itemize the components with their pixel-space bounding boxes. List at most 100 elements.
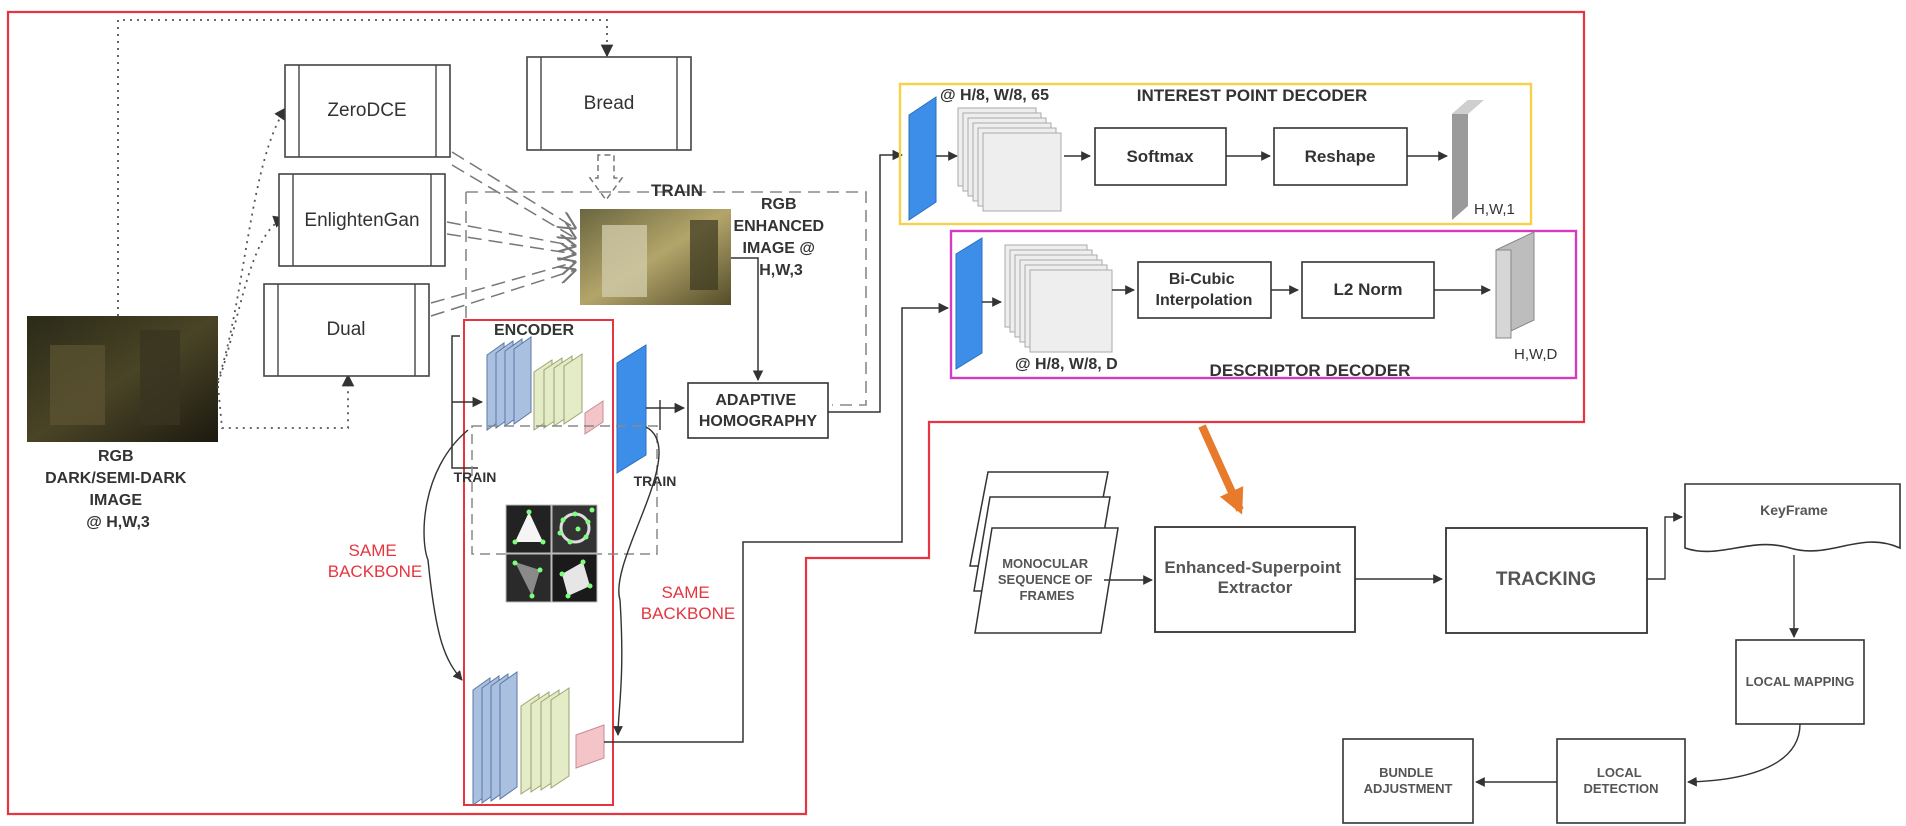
local-mapping-box: LOCAL MAPPING: [1735, 639, 1865, 725]
lower-encoder-to-descriptor-arrow: [604, 302, 950, 743]
extractor-label-1: Enhanced-Superpoint: [1164, 558, 1341, 577]
input-dotted-links: [117, 19, 614, 429]
dark-image-label-2: DARK/SEMI-DARK: [45, 470, 187, 487]
homography-to-interest-arrow: [828, 149, 904, 413]
mapping-to-detection-arrow: [1687, 723, 1801, 787]
enhanced-image: [580, 209, 731, 305]
extractor-label-2: Extractor: [1218, 578, 1293, 597]
interest-decoder-box: [898, 82, 1533, 226]
interest-output-dims: H,W,1: [1474, 201, 1515, 218]
bicubic-label-2: Interpolation: [1156, 292, 1253, 309]
descriptor-output-slab: [1495, 231, 1535, 339]
frames-label-1: MONOCULAR: [1002, 556, 1089, 571]
tracking-box: TRACKING: [1445, 527, 1648, 634]
homography-label-2: HOMOGRAPHY: [699, 413, 818, 430]
same-backbone-left-2: BACKBONE: [328, 562, 422, 581]
interest-decoder-dims: @ H/8, W/8, 65: [940, 87, 1049, 104]
dual-box: Dual: [263, 283, 430, 377]
frames-label-2: SEQUENCE OF: [998, 572, 1093, 587]
encoder-box: [463, 319, 614, 806]
dark-image-label-1: RGB: [98, 448, 134, 465]
local-detection-label-1: LOCAL: [1597, 765, 1642, 780]
interest-feature-stack: [957, 107, 1062, 212]
descriptor-feature-stack: [1004, 244, 1113, 353]
tracking-label: TRACKING: [1496, 569, 1596, 590]
enlightengan-label: EnlightenGan: [304, 210, 419, 231]
softmax-label: Softmax: [1126, 147, 1194, 166]
train-left-label: TRAIN: [454, 469, 497, 485]
keyframe-box: KeyFrame: [1684, 483, 1901, 553]
svg-text:Bi-Cubic Interpolation: Bi-Cubic Interpolation: [1156, 271, 1253, 309]
enhanced-label-1: RGB: [761, 196, 797, 213]
orange-pipeline-arrow: [1198, 424, 1244, 515]
local-mapping-label: LOCAL MAPPING: [1746, 674, 1855, 689]
bicubic-label-1: Bi-Cubic: [1169, 271, 1235, 288]
descriptor-decoder-dims: @ H/8, W/8, D: [1015, 356, 1118, 373]
reshape-label: Reshape: [1305, 147, 1376, 166]
frames-label-3: FRAMES: [1020, 588, 1075, 603]
l2norm-label: L2 Norm: [1334, 280, 1403, 299]
enlightengan-box: EnlightenGan: [278, 173, 446, 267]
same-backbone-right-1: SAME: [662, 583, 710, 602]
local-detection-label-2: DETECTION: [1583, 781, 1658, 796]
svg-text:LOCAL DETECTION: LOCAL DETECTION: [1583, 765, 1658, 796]
descriptor-decoder-title: DESCRIPTOR DECODER: [1210, 361, 1411, 380]
bundle-adjustment-label-2: ADJUSTMENT: [1364, 781, 1453, 796]
homography-label-1: ADAPTIVE: [715, 392, 796, 409]
svg-text:RGB DARK/SEMI-DARK IMA: RGB DARK/SEMI-DARK IMAGE @ H,W,3: [45, 448, 191, 531]
tracking-to-keyframe-arrow: [1647, 512, 1683, 580]
backbone-curves: [423, 400, 661, 736]
dark-input-image: [27, 316, 218, 442]
encoder-output-slab: [616, 344, 647, 474]
interest-input-slab: [908, 96, 937, 221]
adaptive-homography-box: ADAPTIVE HOMOGRAPHY: [687, 382, 829, 439]
enhanced-label-4: H,W,3: [759, 262, 803, 279]
reshape-box: Reshape: [1273, 127, 1408, 186]
zerodce-box: ZeroDCE: [284, 64, 451, 158]
enhanced-to-homography-arrow: [731, 257, 764, 382]
enhanced-label-3: IMAGE @: [743, 240, 816, 257]
svg-text:Enhanced-Superpoint Extr: Enhanced-Superpoint Extractor: [1164, 558, 1345, 597]
zerodce-label: ZeroDCE: [327, 100, 406, 121]
bundle-adjustment-label-1: BUNDLE: [1379, 765, 1433, 780]
interest-output-slab: [1452, 100, 1484, 220]
svg-text:SAME BACKBONE: SAME BACKBONE: [641, 583, 735, 623]
outer-training-boundary: [6, 10, 1586, 816]
bundle-adjustment-box: BUNDLE ADJUSTMENT: [1342, 738, 1474, 824]
bread-box: Bread: [526, 56, 692, 151]
descriptor-decoder-box: [949, 229, 1578, 380]
dual-label: Dual: [326, 319, 365, 340]
svg-text:BUNDLE ADJUSTMENT: BUNDLE ADJUSTMENT: [1364, 765, 1453, 796]
svg-text:RGB ENHANCED IMAGE @: RGB ENHANCED IMAGE @ H,W,3: [733, 196, 828, 279]
train-top-label: TRAIN: [651, 181, 703, 200]
svg-text:SAME BACKBONE: SAME BACKBONE: [328, 541, 422, 581]
extractor-box: Enhanced-Superpoint Extractor: [1154, 526, 1356, 633]
descriptor-output-dims: H,W,D: [1514, 346, 1557, 363]
bicubic-box: Bi-Cubic Interpolation: [1137, 261, 1272, 319]
softmax-box: Softmax: [1094, 127, 1227, 186]
keyframe-label: KeyFrame: [1760, 502, 1828, 518]
l2norm-box: L2 Norm: [1301, 261, 1435, 319]
same-backbone-right-2: BACKBONE: [641, 604, 735, 623]
svg-text:ADAPTIVE HOMOGRAPHY: ADAPTIVE HOMOGRAPHY: [699, 392, 818, 430]
enhancer-hollow-arrows: [430, 151, 575, 317]
bread-label: Bread: [584, 93, 635, 114]
enhanced-label-2: ENHANCED: [733, 218, 824, 235]
svg-text:MONOCULAR SEQUENCE OF: MONOCULAR SEQUENCE OF FRAMES: [998, 556, 1096, 603]
descriptor-input-slab: [955, 237, 983, 370]
same-backbone-left-1: SAME: [349, 541, 397, 560]
train-right-label: TRAIN: [634, 473, 677, 489]
interest-decoder-title: INTEREST POINT DECODER: [1137, 86, 1367, 105]
dark-image-label-3: IMAGE: [90, 492, 143, 509]
encoder-label: ENCODER: [494, 322, 574, 339]
encoder-lower-layers: [472, 671, 605, 806]
frames-stack: MONOCULAR SEQUENCE OF FRAMES: [969, 471, 1119, 634]
keypoint-thumbnails: [505, 504, 598, 603]
train-region-dashed: [466, 191, 867, 406]
train-brackets: [451, 335, 484, 469]
dark-image-label-4: @ H,W,3: [86, 514, 150, 531]
bread-down-hollow-arrow: [588, 154, 624, 202]
local-detection-box: LOCAL DETECTION: [1556, 738, 1686, 824]
encoder-upper-layers: [486, 336, 604, 435]
